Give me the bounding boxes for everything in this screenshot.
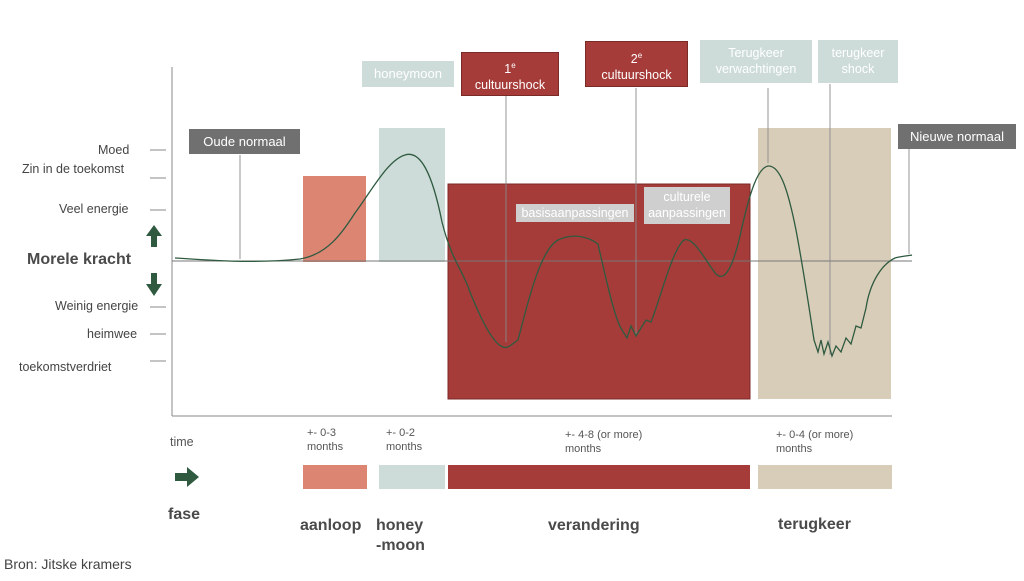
callout-culturele-aanpassingen: culturele aanpassingen xyxy=(644,187,730,224)
honeymoon-block xyxy=(379,128,445,262)
callout-basisaanpassingen: basisaanpassingen xyxy=(516,204,634,222)
callout-eerste-cultuurshock: 1e cultuurshock xyxy=(461,52,559,96)
culturele-line1: culturele xyxy=(663,190,711,204)
callout-honeymoon: honeymoon xyxy=(362,61,454,87)
callout-oude-normaal: Oude normaal xyxy=(189,129,300,154)
down-arrow-icon xyxy=(146,273,162,296)
terugkeer-verwachtingen-line2: verwachtingen xyxy=(715,62,797,76)
honeymoon-bar xyxy=(379,465,445,489)
y-axis-title: Morele kracht xyxy=(27,251,132,268)
up-arrow-icon xyxy=(146,225,162,247)
culturele-line2: aanpassingen xyxy=(648,206,726,220)
source-credit: Bron: Jitske kramers xyxy=(4,556,132,572)
shock2-number: 2 xyxy=(630,52,638,67)
phase-label-honeymoon: honey-moon xyxy=(376,517,425,554)
phase-label-verandering: verandering xyxy=(548,517,640,534)
terugkeer-shock-line1: terugkeer xyxy=(831,46,885,60)
y-label-zin-in-de-toekomst: Zin in de toekomst xyxy=(22,162,125,176)
aanloop-bar xyxy=(303,465,367,489)
x-axis-label-time: time xyxy=(170,435,194,449)
y-label-veel-energie: Veel energie xyxy=(59,202,129,216)
callout-tweede-cultuurshock: 2e cultuurshock xyxy=(585,41,688,87)
y-label-moed: Moed xyxy=(98,143,130,157)
morale-curve xyxy=(174,153,913,359)
y-label-weinig-energie: Weinig energie xyxy=(55,299,139,313)
duration-verandering: +- 4-8 (or more)months xyxy=(565,429,643,455)
phase-label-fase: fase xyxy=(168,506,201,523)
shock1-superscript: e xyxy=(511,61,516,70)
y-label-heimwee: heimwee xyxy=(87,327,138,341)
duration-terugkeer: +- 0-4 (or more)months xyxy=(776,429,854,455)
right-arrow-icon xyxy=(175,467,199,487)
shock1-text: cultuurshock xyxy=(474,78,546,93)
callout-nieuwe-normaal: Nieuwe normaal xyxy=(898,124,1016,149)
shock2-text: cultuurshock xyxy=(601,68,672,83)
phase-label-terugkeer: terugkeer xyxy=(778,516,851,533)
aanloop-block xyxy=(303,176,366,262)
shock2-superscript: e xyxy=(637,51,643,60)
terugkeer-block xyxy=(758,128,891,399)
terugkeer-verwachtingen-line1: Terugkeer xyxy=(728,46,784,60)
terugkeer-bar xyxy=(758,465,892,489)
verandering-bar xyxy=(448,465,750,489)
callout-terugkeer-verwachtingen: Terugkeer verwachtingen xyxy=(700,40,812,83)
callout-terugkeer-shock: terugkeer shock xyxy=(818,40,898,83)
phase-label-aanloop: aanloop xyxy=(300,517,362,534)
terugkeer-shock-line2: shock xyxy=(841,62,875,76)
shock1-number: 1 xyxy=(504,62,512,77)
y-label-toekomstverdriet: toekomstverdriet xyxy=(19,360,112,374)
